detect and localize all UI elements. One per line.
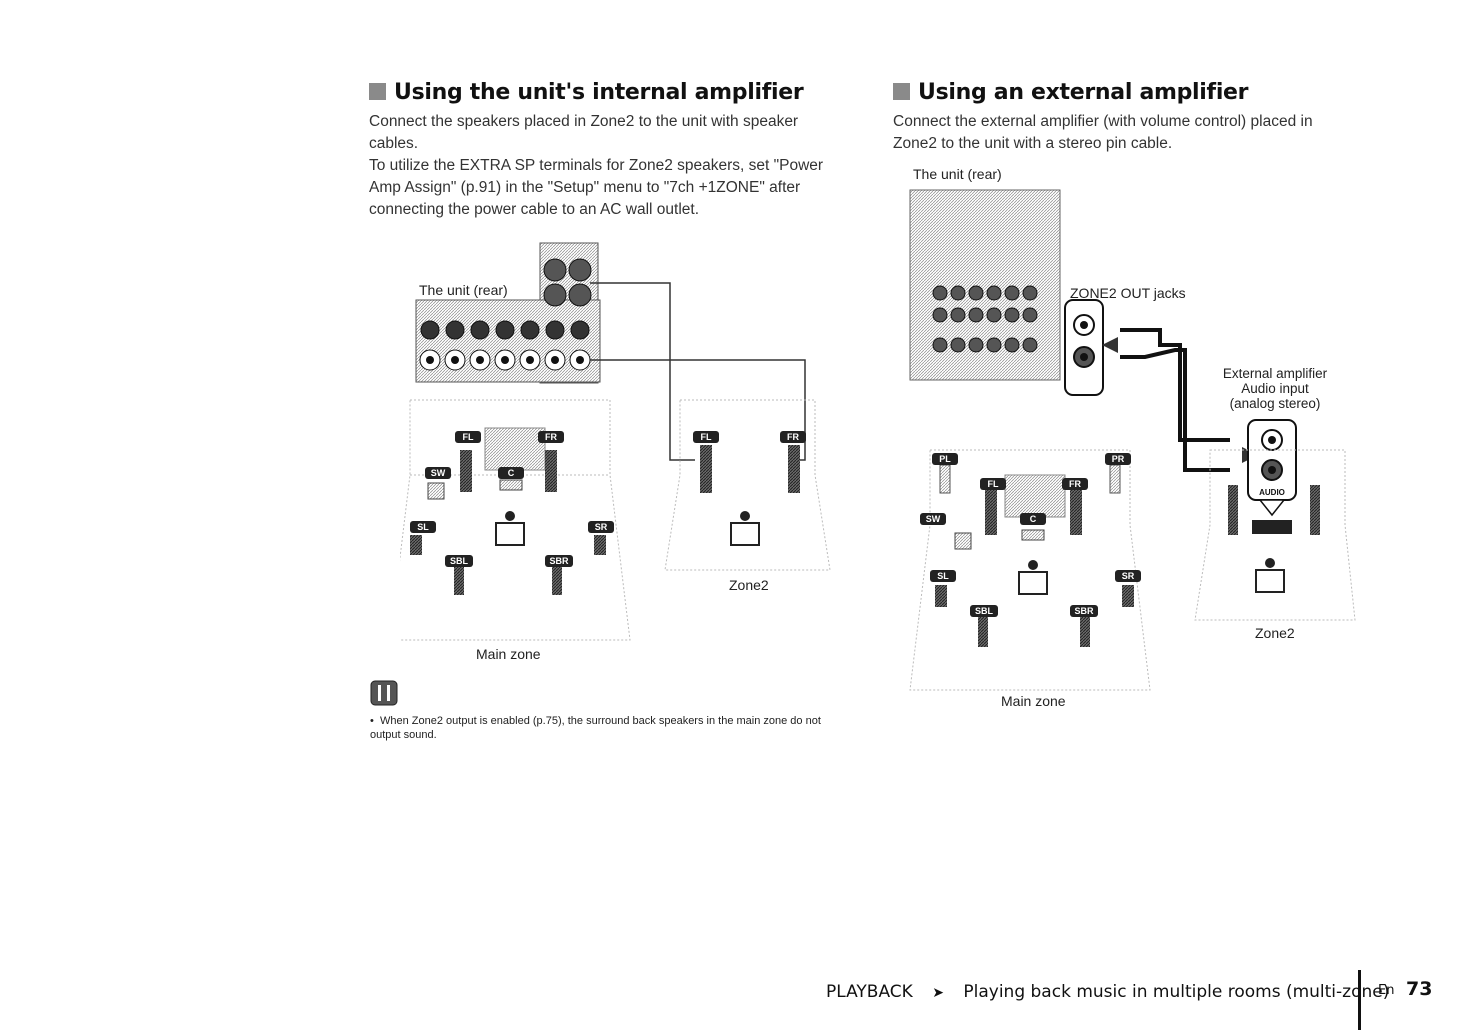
zone2-speaker-tag-fl: FL [701,432,712,442]
external-amp-paragraph: Connect the external amplifier (with vol… [893,113,1313,152]
speaker-tag-c: C [508,468,515,478]
footer-lang: En [1378,983,1395,998]
right-speaker-tag-c: C [1030,514,1037,524]
speaker-tag-sbl: SBL [450,556,469,566]
heading-square-icon [369,83,386,100]
external-amp-input [1247,419,1297,517]
section-heading-internal-amp: Using the unit's internal amplifier [369,80,804,105]
external-amp-type: (analog stereo) [1229,396,1321,411]
right-speaker-tag-sbl: SBL [975,606,994,616]
speaker-tag-fr: FR [545,432,557,442]
zone2-speaker-tag-fr: FR [787,432,799,442]
zone2-room-right [1194,449,1356,621]
page-number: 73 [1406,978,1433,1000]
external-amp-diagram: PL PR FL FR SW C SL SR SBL SBR AUDIO [909,189,1356,691]
note-text: •When Zone2 output is enabled (p.75), th… [370,715,821,741]
unit-rear-label: The unit (rear) [416,282,511,298]
right-speaker-tag-pl: PL [939,454,951,464]
right-speaker-tag-sw: SW [926,514,941,524]
external-amp-title: External amplifier [1222,366,1328,381]
zone2-label-right: Zone2 [1255,625,1295,641]
unit-rear-label-right: The unit (rear) [913,166,1002,182]
zone2-out-jacks-label: ZONE2 OUT jacks [1070,285,1186,301]
speaker-tag-sw: SW [431,468,446,478]
right-speaker-tag-pr: PR [1112,454,1125,464]
internal-amp-paragraph-1: Connect the speakers placed in Zone2 to … [369,113,799,152]
right-speaker-tag-sbr: SBR [1074,606,1094,616]
zone2-room [664,399,831,571]
external-amp-label: External amplifier Audio input (analog s… [1205,366,1345,411]
section-heading-external-amp: Using an external amplifier [893,80,1249,105]
footer-section: PLAYBACK [826,982,913,1002]
zone2-label: Zone2 [729,577,769,593]
footer-title: Playing back music in multiple rooms (mu… [963,982,1390,1002]
right-speaker-tag-sl: SL [937,571,949,581]
speaker-tag-fl: FL [463,432,474,442]
note-icon [370,680,398,706]
speaker-tag-sl: SL [417,522,429,532]
external-amp-input: Audio input [1241,381,1309,396]
audio-jack-label: AUDIO [1259,488,1285,497]
footer-arrow-icon: ➤ [932,985,944,1001]
internal-amp-paragraph-2: To utilize the EXTRA SP terminals for Zo… [369,157,824,218]
main-zone-room-right [909,449,1151,691]
footer-divider [1358,970,1361,1030]
right-speaker-tag-fl: FL [988,479,999,489]
speaker-tag-sr: SR [595,522,608,532]
unit-rear-panel-right [909,189,1104,396]
note-bullet: • [370,715,374,727]
main-zone-label: Main zone [476,646,541,662]
right-speaker-tag-fr: FR [1069,479,1081,489]
footer-breadcrumb: PLAYBACK ➤ Playing back music in multipl… [826,982,1389,1002]
main-zone-room [400,399,631,641]
unit-rear-panel [415,242,601,384]
heading-square-icon [893,83,910,100]
speaker-tag-sbr: SBR [549,556,569,566]
right-speaker-tag-sr: SR [1122,571,1135,581]
main-zone-label-right: Main zone [1001,693,1066,709]
internal-amp-diagram: FL FR SW C SL SR SBL SBR FL FR [400,242,831,641]
